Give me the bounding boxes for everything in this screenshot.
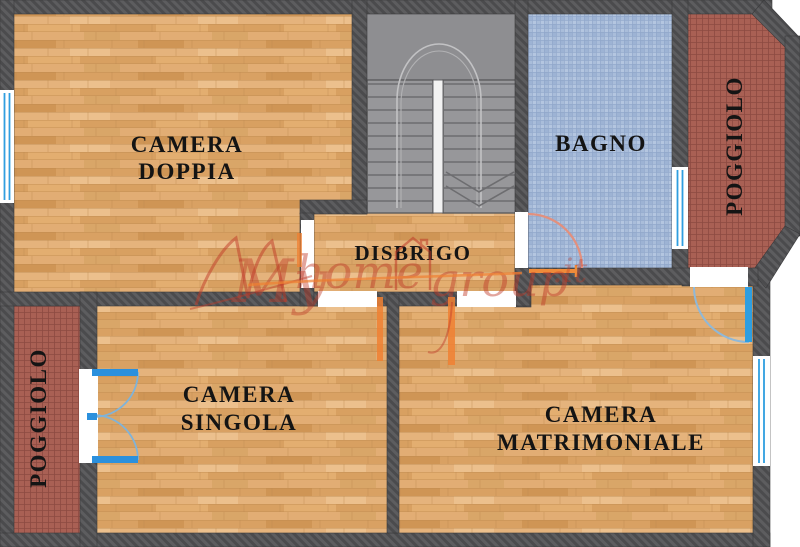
watermark-suffix-it: .it (552, 251, 588, 291)
window-matrimoniale-right (753, 356, 770, 466)
doors (87, 212, 752, 463)
stairs-steps-left (368, 83, 432, 202)
watermark-word-home: home (295, 245, 423, 299)
floor-bedrooms (14, 284, 753, 533)
wall-left (0, 0, 15, 547)
opening-disbrigo-singola (318, 291, 377, 307)
opening-disbrigo-bagno (515, 212, 528, 268)
watermark-m-stroke (194, 235, 288, 306)
floor-camera-doppia (14, 14, 352, 292)
wall-poggiolo-diag-bottom (751, 225, 800, 289)
floor-bagno (528, 14, 672, 270)
room-labels: CAMERA DOPPIA BAGNO DISBRIGO CAMERA SING… (26, 76, 747, 488)
watermark-descender (427, 301, 453, 354)
watermark-orange-bar-right (448, 297, 455, 365)
wall-disbrigo-top (299, 199, 368, 215)
stairs-landing (367, 14, 516, 80)
floor-poggiolo-left (14, 306, 82, 533)
staircase (366, 14, 517, 214)
door-poggiolo-matrimoniale (693, 286, 752, 343)
label-poggiolo-left: POGGIOLO (26, 348, 51, 488)
opening-doppia-disbrigo (301, 220, 314, 288)
door-openings (79, 212, 748, 463)
label-bagno: BAGNO (555, 131, 647, 156)
label-camera-matrimoniale-2: MATRIMONIALE (497, 430, 705, 455)
label-camera-singola-1: CAMERA (183, 382, 296, 407)
watermark-swash (189, 275, 313, 310)
stairs-arch-inner (400, 50, 478, 208)
watermark-house-icon (394, 236, 432, 290)
wall-bottom (0, 532, 771, 547)
window-bagno-poggiolo (672, 167, 688, 249)
watermark-orange-tick (297, 233, 302, 267)
wall-top (0, 0, 773, 15)
window-doppia-left (0, 90, 14, 203)
door-bagno (527, 212, 584, 277)
stairs-direction-arrow (445, 171, 515, 207)
watermark-orange-bar-left (377, 297, 383, 361)
door-french-poggiolo-singola (87, 369, 139, 463)
label-camera-matrimoniale-1: CAMERA (545, 402, 658, 427)
wall-singola-matrimoniale (386, 293, 400, 534)
wall-doppia-stairs (351, 0, 368, 215)
opening-disbrigo-matrimoniale (457, 291, 516, 307)
floor-poggiolo-right (688, 14, 786, 268)
label-camera-doppia-1: CAMERA (131, 132, 244, 157)
label-camera-singola-2: SINGOLA (181, 410, 298, 435)
stairs-arch-outer (396, 43, 482, 208)
opening-poggiolo-matrimoniale (690, 267, 748, 287)
stairs-railing (432, 79, 444, 214)
wall-poggiolo-right (784, 35, 800, 237)
label-poggiolo-right: POGGIOLO (722, 76, 747, 216)
windows (0, 90, 770, 466)
label-disbrigo: DISBRIGO (354, 241, 471, 265)
label-camera-doppia-2: DOPPIA (138, 159, 235, 184)
watermark: My home group .it (189, 233, 588, 365)
watermark-underline (247, 271, 523, 287)
